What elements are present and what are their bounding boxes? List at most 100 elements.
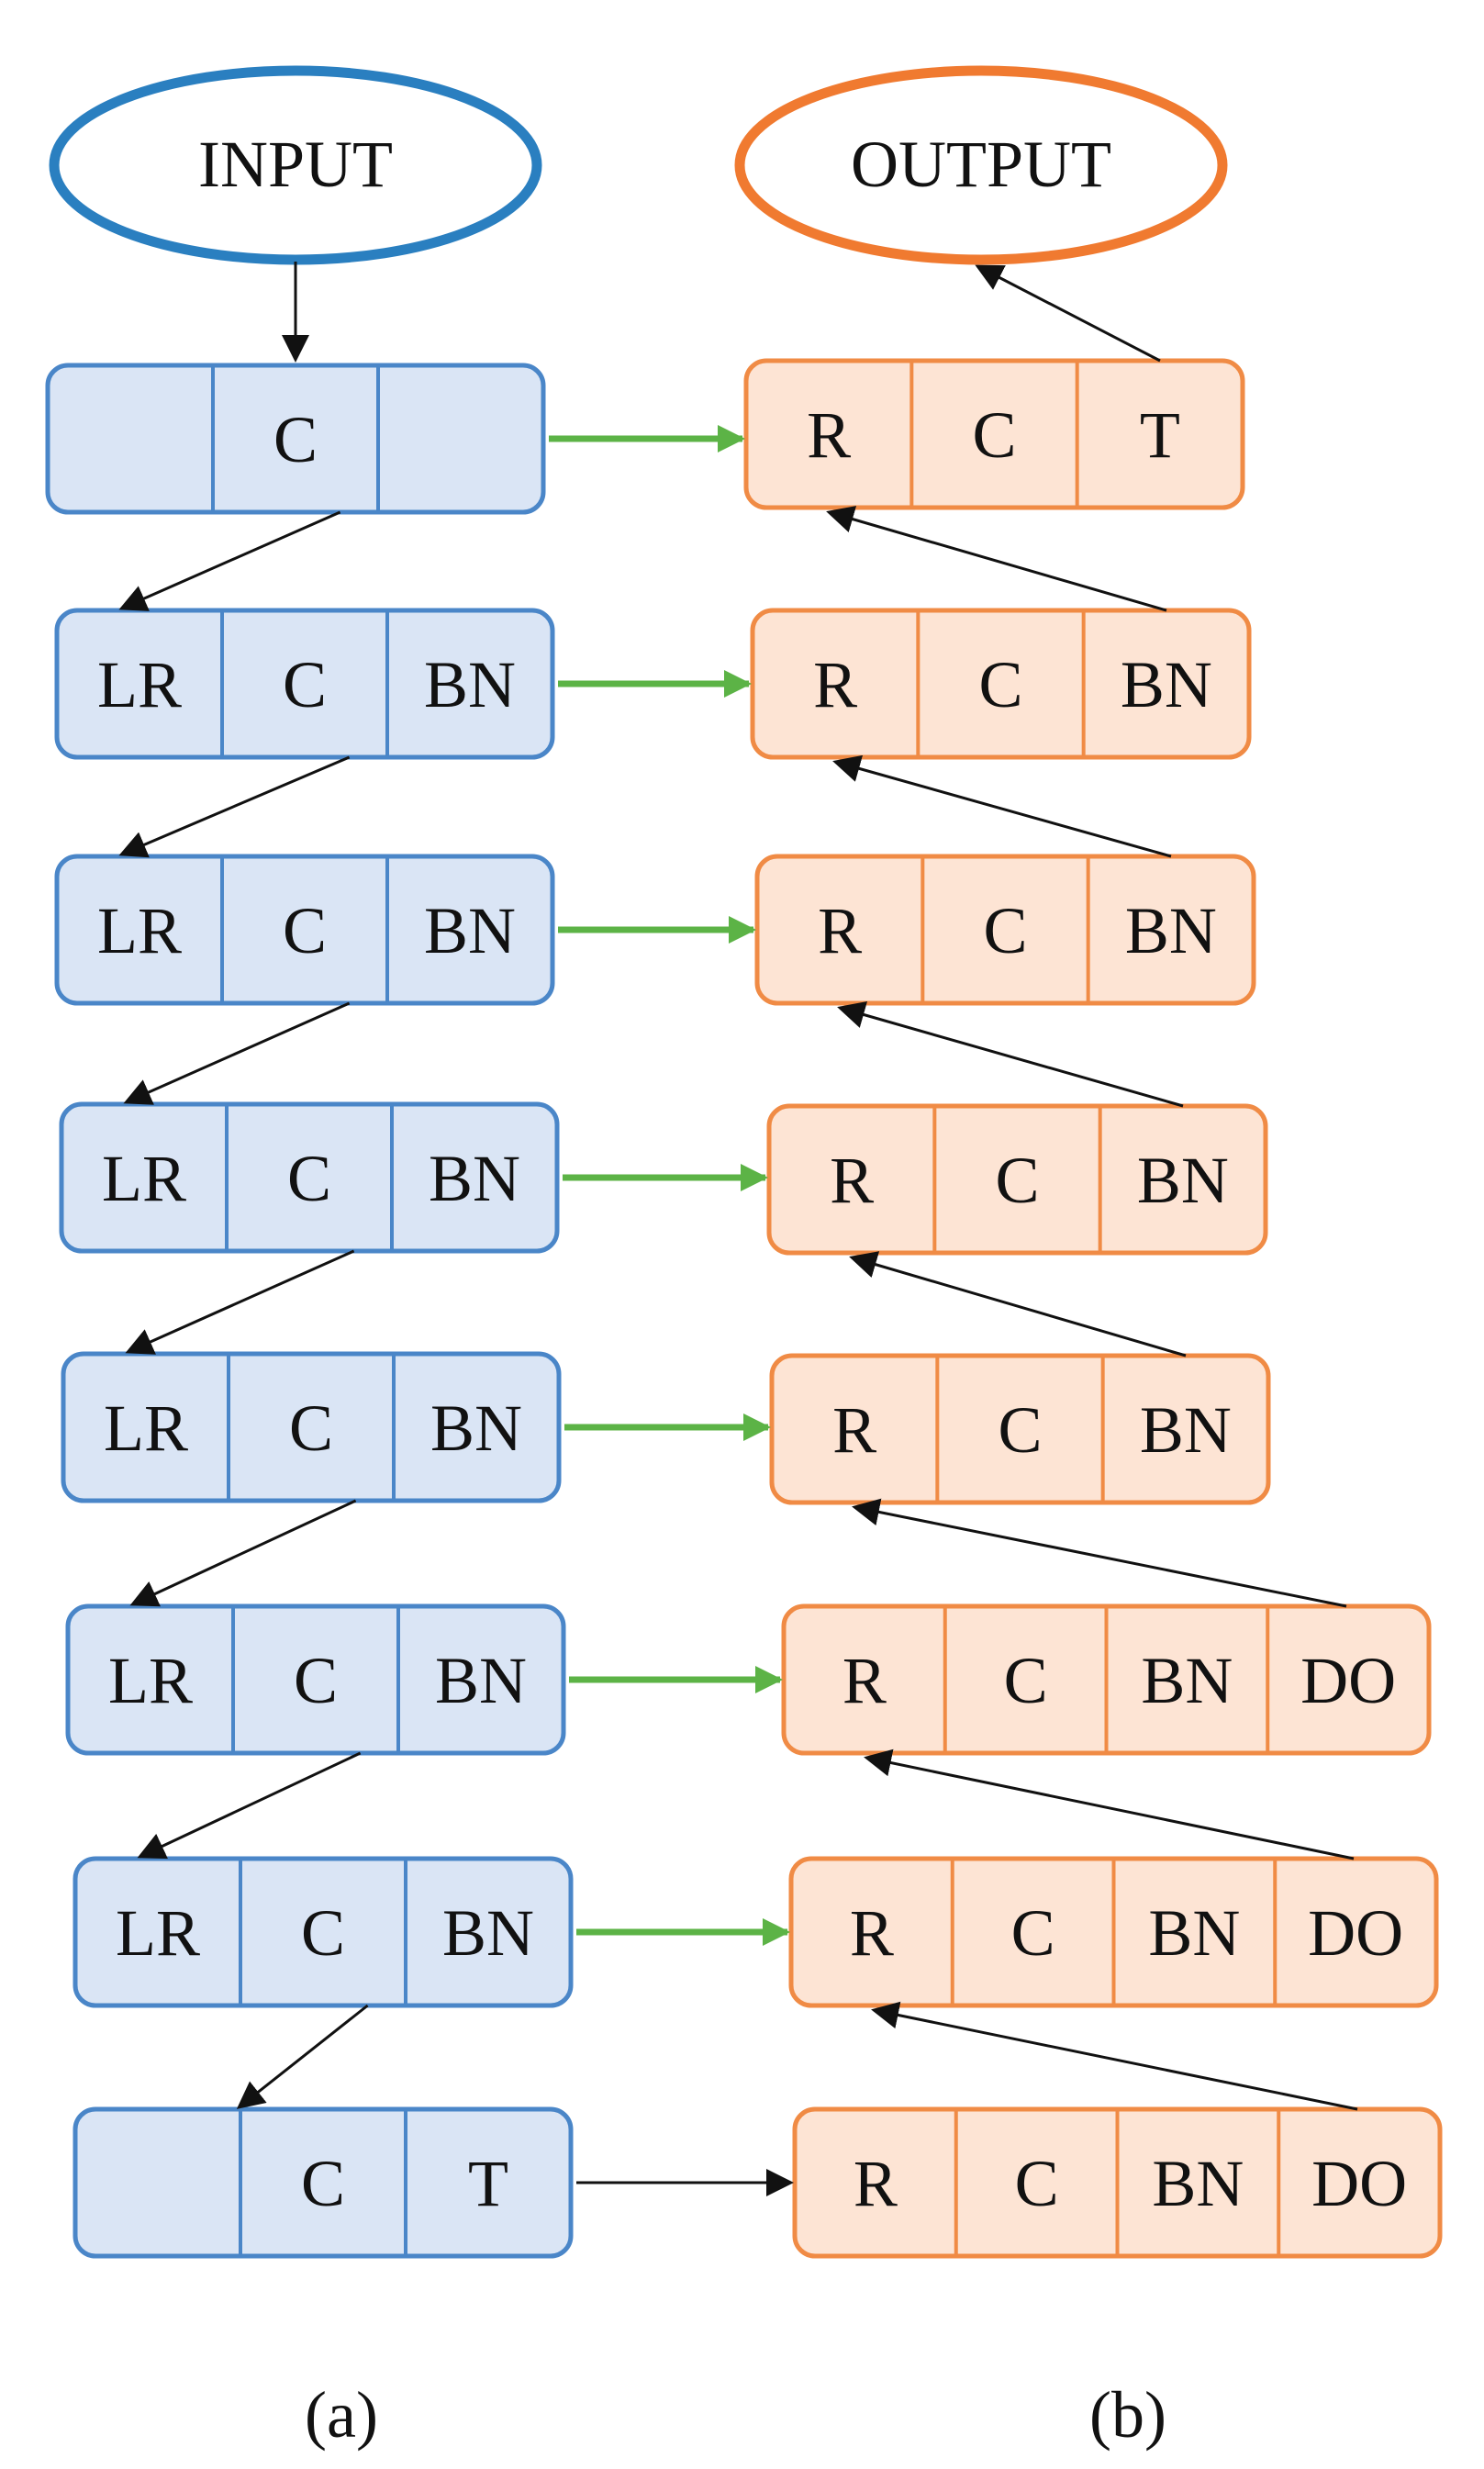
decoder-cell-label: R [842,1644,887,1717]
encoder-block-box [45,363,546,515]
decoder-cell-label: C [1015,2147,1059,2220]
encoder-cell-label: BN [442,1896,534,1970]
decoder-cell-label: C [972,398,1016,472]
decoder-cell-label: R [854,2147,898,2220]
encoder-cell-label: BN [424,894,516,967]
decoder-column: R C T R C BN R C BN R C BN R C BN R C BN DO R C BN DO R C BN DO [743,358,1443,2259]
encoder-cell-label: C [301,2147,345,2220]
encoder-block-7: LR C BN [73,1856,574,2008]
decoder-cell-label: BN [1125,894,1217,967]
decoder-flow-arrow [852,1498,1347,1608]
output-arrow [975,264,1161,363]
decoder-cell-label: DO [1300,1644,1396,1717]
decoder-flow-arrow [864,1748,1355,1860]
encoder-cell-label: BN [430,1391,522,1465]
input-ellipse [49,65,542,265]
encoder-flow-arrow [123,1001,351,1105]
encoder-block-box [61,1351,562,1503]
decoder-block-8: R C BN DO [792,2106,1443,2259]
decoder-flow-arrow [837,1001,1184,1108]
decoder-flow-arrow [871,2001,1358,2111]
decoder-cell-label: BN [1141,1644,1233,1717]
caption-b: (b) [1089,2378,1166,2452]
decoder-cell-label: C [978,648,1022,721]
decoder-cell-label: R [807,398,851,472]
encoder-flow-arrow [125,1249,355,1355]
connection-arrows [118,262,1358,2196]
encoder-cell-label: C [283,648,327,721]
decoder-block-box [754,854,1256,1006]
decoder-block-box [743,358,1245,510]
encoder-cell-label: BN [435,1644,527,1717]
encoder-cell-label: LR [108,1644,193,1717]
encoder-block-box [54,854,555,1006]
encoder-cell-label: C [273,403,318,476]
decoder-cell-label: C [1004,1644,1048,1717]
decoder-block-box [750,608,1252,760]
decoder-cell-label: R [850,1896,894,1970]
encoder-cell-label: T [468,2147,508,2220]
decoder-cell-label: DO [1308,1896,1403,1970]
encoder-cell-label: C [287,1142,331,1215]
decoder-cell-label: R [813,648,857,721]
decoder-cell-label: R [818,894,862,967]
decoder-block-3: R C BN [754,854,1256,1006]
encoder-cell-label: BN [424,648,516,721]
encoder-block-box [59,1101,560,1254]
decoder-cell-label: DO [1311,2147,1407,2220]
output-ellipse [734,65,1228,265]
encoder-flow-arrow [118,755,351,858]
decoder-cell-label: C [983,894,1027,967]
encoder-cell-label: C [301,1896,345,1970]
encoder-block-5: LR C BN [61,1351,562,1503]
encoder-block-6: LR C BN [65,1603,566,1756]
encoder-block-2: LR C BN [54,608,555,760]
caption-a: (a) [305,2378,378,2452]
decoder-cell-label: BN [1121,648,1212,721]
encoder-flow-arrow [236,2004,369,2109]
decoder-cell-label: R [830,1144,874,1217]
decoder-cell-label: T [1140,398,1180,472]
decoder-block-box [766,1103,1268,1256]
decoder-flow-arrow [826,506,1167,612]
input-label: INPUT [198,128,393,201]
encoder-cell-label: LR [97,894,182,967]
encoder-block-3: LR C BN [54,854,555,1006]
encoder-block-box [54,608,555,760]
decoder-cell-label: BN [1148,1896,1240,1970]
encoder-cell-label: LR [116,1896,200,1970]
decoder-block-7: R C BN DO [788,1856,1439,2008]
encoder-cell-label: C [283,894,327,967]
decoder-cell-label: C [1011,1896,1055,1970]
decoder-cell-label: BN [1137,1144,1229,1217]
encoder-block-box [65,1603,566,1756]
decoder-block-5: R C BN [769,1353,1271,1505]
output-label: OUTPUT [851,128,1111,201]
encoder-cell-label: LR [104,1391,188,1465]
encoder-block-box [73,2106,574,2259]
encoder-cell-label: LR [102,1142,186,1215]
encoder-cell-label: C [294,1644,338,1717]
decoder-flow-arrow [849,1251,1187,1357]
decoder-flow-arrow [832,754,1172,858]
encoder-block-box [73,1856,574,2008]
decoder-cell-label: BN [1152,2147,1244,2220]
encoder-cell-label: LR [97,648,182,721]
decoder-block-2: R C BN [750,608,1252,760]
decoder-cell-label: R [832,1393,876,1467]
encoder-cell-label: C [289,1391,333,1465]
decoder-block-box [769,1353,1271,1505]
decoder-cell-label: BN [1140,1393,1232,1467]
decoder-block-6: R C BN DO [781,1603,1432,1756]
decoder-cell-label: C [998,1393,1042,1467]
encoder-block-1: C [45,363,546,515]
encoder-flow-arrow [137,1751,362,1860]
decoder-block-4: R C BN [766,1103,1268,1256]
decoder-cell-label: C [995,1144,1039,1217]
encoder-flow-arrow [129,1499,357,1607]
encoder-flow-arrow [118,510,341,611]
